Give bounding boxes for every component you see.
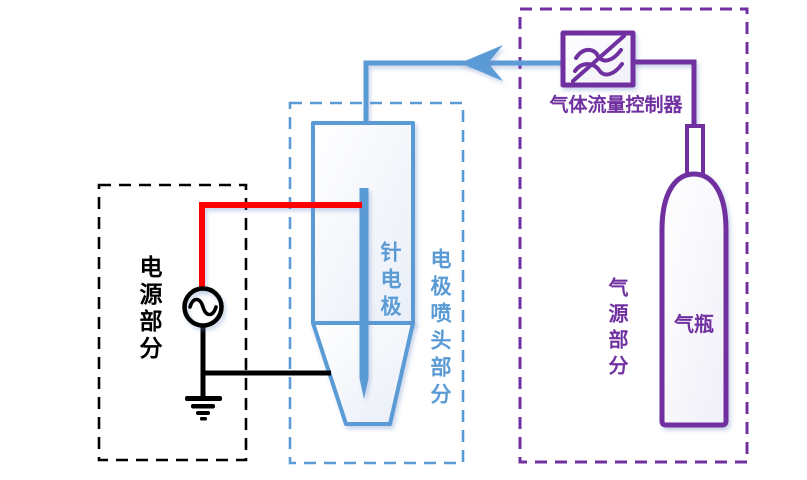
hv-wire-red: [199, 202, 362, 289]
ground-icon: [185, 396, 222, 421]
flow-arrow-icon: [460, 45, 503, 81]
electrode-section-box: [288, 101, 465, 465]
gas-pipe-purple: [633, 59, 697, 126]
ac-source-icon: [182, 286, 224, 328]
power-section-label: 电源部分: [136, 255, 161, 363]
flow-controller-label: 气体流量控制器: [549, 95, 683, 116]
needle-electrode-label: 针电极: [378, 241, 402, 322]
needle-electrode: [359, 188, 369, 399]
gas-pipe-blue: [363, 60, 562, 121]
gas-cylinder: [659, 171, 729, 428]
cylinder-neck: [685, 124, 705, 177]
gas-source-label: 气源部分: [605, 277, 627, 381]
electrode-section-label: 电极喷头部分: [428, 248, 452, 410]
gas-cylinder-label: 气瓶: [674, 314, 714, 336]
power-section-box: [97, 183, 248, 462]
flow-valve-icon: [571, 34, 626, 83]
